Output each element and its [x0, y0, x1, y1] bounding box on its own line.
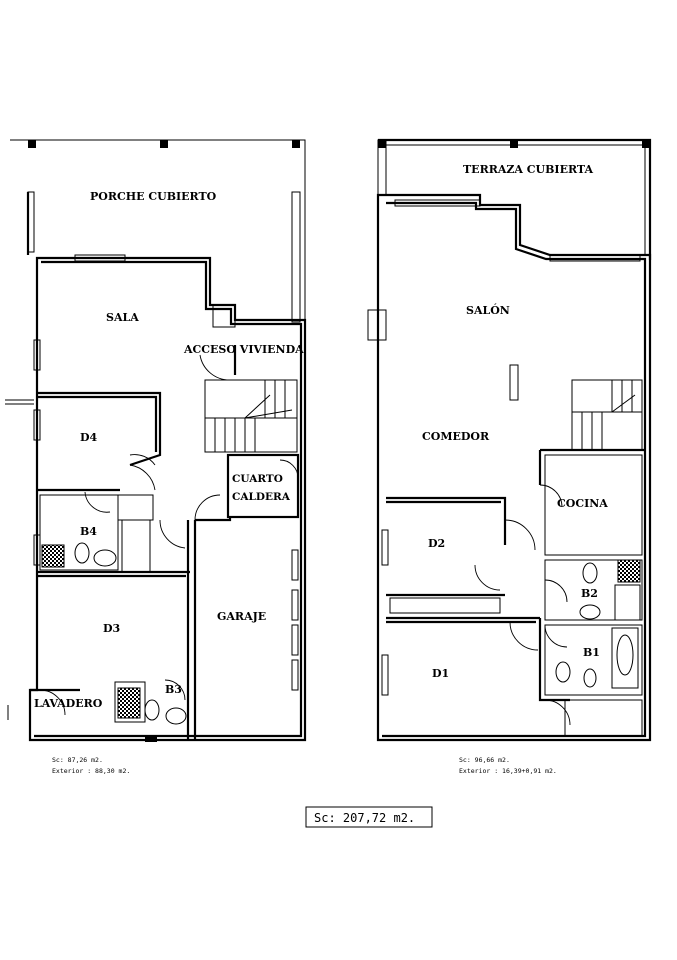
upper-floor-area-exterior: Exterior : 16,39+0,91 m2.: [459, 767, 557, 775]
ground-floor-area-exterior: Exterior : 88,30 m2.: [52, 767, 130, 775]
room-label-entrance: ACCESO VIVIENDA: [183, 343, 304, 356]
ground-floor-plan: [5, 139, 307, 742]
room-label-laundry: LAVADERO: [34, 697, 103, 710]
room-label-b1: B1: [583, 646, 600, 659]
room-label-d1: D1: [432, 667, 449, 680]
room-label-d4: D4: [80, 431, 98, 444]
room-label-d2: D2: [428, 537, 445, 550]
total-area-box: [305, 806, 433, 828]
room-label-b4: B4: [80, 525, 97, 538]
room-label-porch: PORCHE CUBIERTO: [90, 190, 217, 203]
room-label-d3: D3: [103, 622, 120, 635]
room-label-b2: B2: [581, 587, 598, 600]
room-label-salon: SALÓN: [466, 303, 510, 317]
room-label-garage: GARAJE: [217, 610, 266, 623]
room-label-dining: COMEDOR: [422, 430, 490, 443]
room-label-terrace: TERRAZA CUBIERTA: [463, 163, 593, 176]
upper-floor-plan: [367, 138, 652, 742]
room-label-boiler-1: CUARTO: [232, 473, 283, 485]
ground-floor-area-built: Sc: 87,26 m2.: [52, 756, 103, 764]
room-label-boiler-2: CALDERA: [232, 491, 291, 503]
room-label-b3: B3: [165, 683, 182, 696]
upper-floor-area-built: Sc: 96,66 m2.: [459, 756, 510, 764]
total-area: Sc: 207,72 m2.: [314, 811, 415, 825]
room-label-living: SALA: [106, 311, 139, 324]
room-label-kitchen: COCINA: [557, 497, 608, 510]
